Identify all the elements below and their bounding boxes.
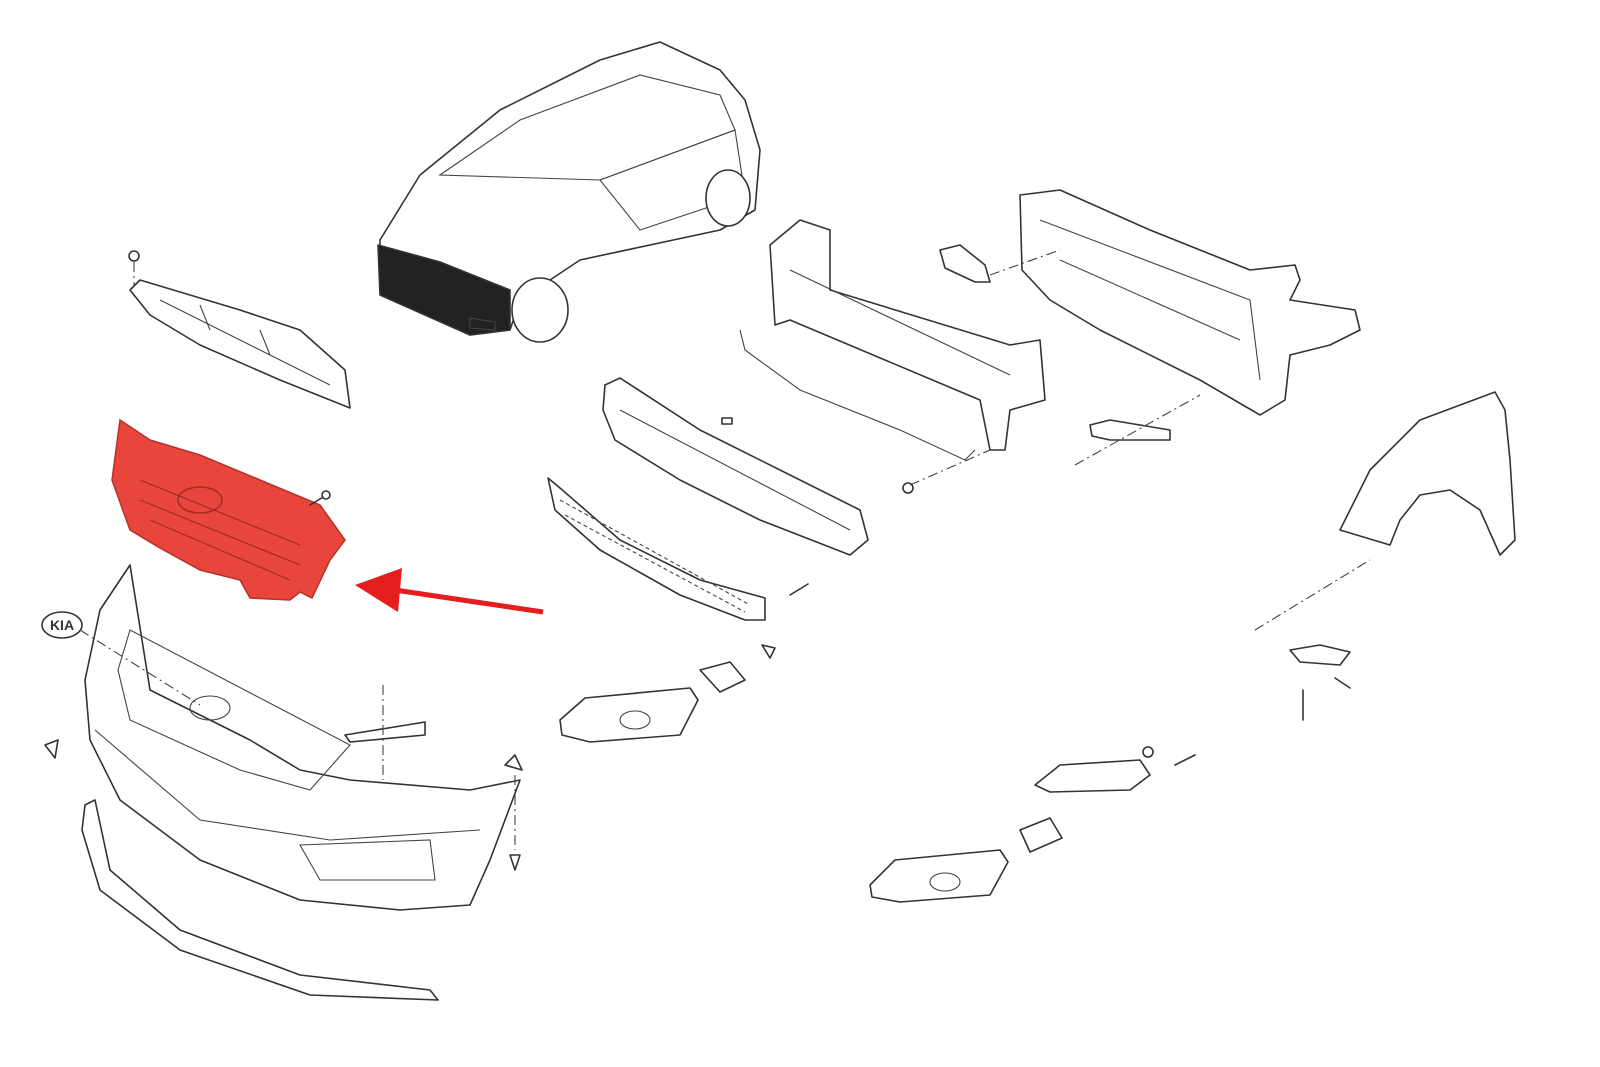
kia-emblem: KIA (41, 611, 83, 639)
lower-bumper-lip (81, 799, 439, 1001)
fog-lamp-cover-right (869, 746, 1196, 903)
screw (309, 490, 331, 506)
radiator-grille-highlighted (111, 418, 346, 601)
highlight-arrow (355, 568, 544, 615)
side-bracket (1074, 394, 1371, 721)
bumper-beam (739, 219, 1046, 494)
lower-grille (547, 477, 809, 621)
fog-lamp-cover-left (559, 644, 776, 743)
emblem-text: KIA (50, 617, 74, 633)
energy-absorber (602, 377, 869, 556)
front-fender (1339, 391, 1516, 556)
bumper-bracket (44, 685, 523, 871)
upper-grille-bracket (128, 250, 351, 409)
car-overview (377, 41, 761, 343)
radiator-support (939, 189, 1361, 416)
front-bumper-cover (84, 564, 521, 911)
